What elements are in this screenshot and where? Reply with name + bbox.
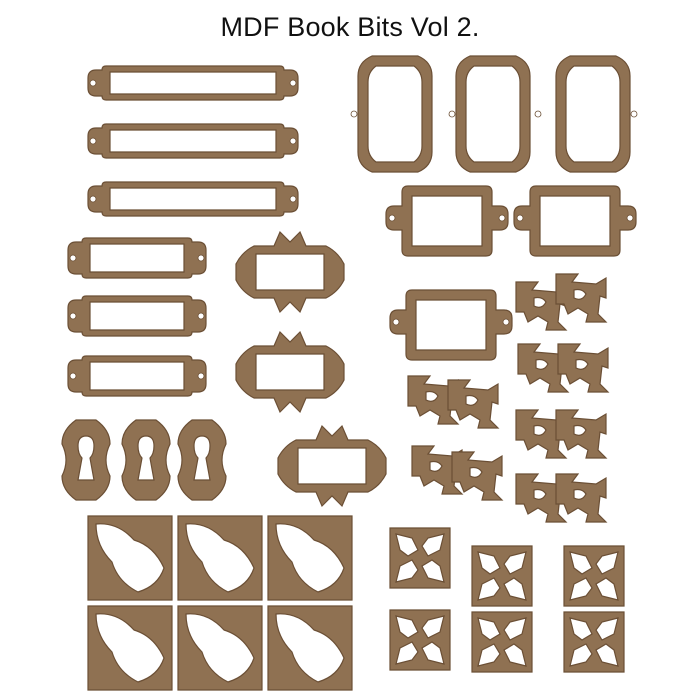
leaf-corner-6 (267, 605, 353, 691)
screw-holes (69, 79, 638, 380)
arched-frame-2 (455, 55, 531, 173)
corner-tile-6 (563, 611, 625, 673)
keyhole-escutcheon-2 (121, 419, 171, 501)
fleur-corner-12 (555, 473, 607, 523)
corner-tile-4 (389, 609, 451, 671)
label-plate-small-1 (67, 237, 207, 279)
label-plate-small-3 (67, 355, 207, 397)
corner-tile-2 (471, 545, 533, 607)
label-plate-large-1 (87, 65, 299, 101)
ornate-frame-1 (235, 231, 345, 313)
label-plate-large-3 (87, 181, 299, 217)
corner-tile-5 (471, 611, 533, 673)
ornate-frame-3 (277, 425, 387, 507)
label-plate-large-2 (87, 123, 299, 159)
leaf-corner-4 (87, 605, 173, 691)
leaf-corner-2 (177, 515, 263, 601)
fleur-corner-8 (555, 409, 607, 459)
rect-frame-2 (513, 185, 637, 257)
leaf-corner-1 (87, 515, 173, 601)
fleur-corner-4 (557, 343, 609, 393)
corner-tile-3 (563, 545, 625, 607)
arched-frame-1 (357, 55, 433, 173)
ornate-frame-2 (235, 331, 345, 413)
leaf-corner-5 (177, 605, 263, 691)
arched-frame-3 (555, 55, 631, 173)
rect-frame-1 (385, 185, 509, 257)
fleur-corner-2 (555, 273, 607, 323)
rect-frame-3 (389, 289, 513, 361)
corner-tile-1 (389, 527, 451, 589)
keyhole-escutcheon-3 (177, 419, 227, 501)
image-title: MDF Book Bits Vol 2. (220, 12, 480, 42)
leaf-corner-3 (267, 515, 353, 601)
label-plate-small-2 (67, 295, 207, 337)
keyhole-escutcheon-1 (61, 419, 111, 501)
